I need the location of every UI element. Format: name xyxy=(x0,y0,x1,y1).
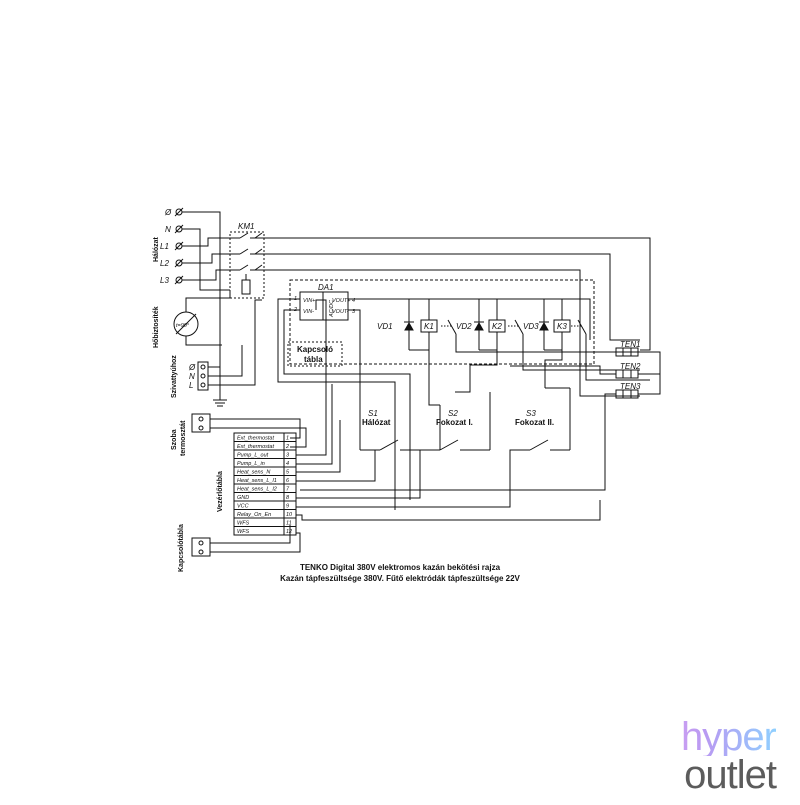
switch-panel-line2: tábla xyxy=(304,355,323,364)
pin-number: 7 xyxy=(286,487,290,493)
psu-vout-minus: VOUT- xyxy=(332,309,349,315)
switch-s1: S1 Hálózat xyxy=(359,405,420,451)
logo-line1: hyper xyxy=(636,717,777,757)
mains-term-n-label: N xyxy=(165,225,171,234)
switch-panel-line1: Kapcsoló xyxy=(297,345,333,354)
switch-s3-label: Fokozat II. xyxy=(515,418,554,427)
heater-ten3-label: TEN3 xyxy=(620,382,641,391)
fuse-title: Hőbiztosíték xyxy=(153,306,160,348)
fuse-rating: t=90° xyxy=(176,323,190,329)
relay-vd1-label: VD1 xyxy=(377,322,393,331)
pin-number: 9 xyxy=(286,504,289,510)
room-thermostat: Szoba termosztát xyxy=(171,413,211,456)
pin-number: 2 xyxy=(285,444,289,450)
switch-s3-id: S3 xyxy=(526,409,536,418)
switch-s2: S2 Fokozat I. xyxy=(430,392,491,451)
switch-board-terminals: Kapcsolótábla xyxy=(178,524,211,572)
pin-name: Ext_thermostat xyxy=(237,444,274,450)
control-enclosure xyxy=(289,279,595,365)
relay-k2-label: K2 xyxy=(492,322,502,331)
pin-name: Ext_thermostat xyxy=(237,436,274,442)
switch-panel-box: Kapcsoló tábla xyxy=(287,341,343,367)
mains-term-l3-label: L3 xyxy=(160,276,169,285)
pin-number: 10 xyxy=(286,512,293,518)
psu-vout-plus: VOUT+ xyxy=(332,298,351,304)
relay-k3-label: K3 xyxy=(557,322,567,331)
switch-s1-id: S1 xyxy=(368,409,378,418)
pin-number: 6 xyxy=(286,478,290,484)
pin-number: 8 xyxy=(286,495,290,501)
heater-ten2-label: TEN2 xyxy=(620,362,641,371)
pin-name: Pump_L_in xyxy=(237,461,265,467)
pin-name: VCC xyxy=(237,504,249,510)
pin-name: Heat_sens_L_l2 xyxy=(237,487,277,493)
thermostat-title-line2: termosztát xyxy=(180,420,187,456)
pin-number: 3 xyxy=(286,453,290,459)
pin-number: 4 xyxy=(286,461,289,467)
pin-number: 11 xyxy=(286,521,292,527)
thermal-fuse: Hőbiztosíték t=90° xyxy=(153,306,199,348)
mains-term-l2-label: L2 xyxy=(160,259,169,268)
psu-vin-minus: VIN- xyxy=(303,309,314,315)
psu-vin-plus: VIN+ xyxy=(303,298,316,304)
psu-label: DA1 xyxy=(318,283,334,292)
pin-number: 1 xyxy=(286,436,289,442)
relay-vd2-label: VD2 xyxy=(456,322,472,331)
thermostat-title-line1: Szoba xyxy=(171,429,178,450)
switch-s3: S3 Fokozat II. xyxy=(515,387,571,451)
hyper-outlet-logo: hyper outlet xyxy=(636,717,777,797)
pin-name: WFS xyxy=(237,521,250,527)
relay-group: VD1 K1 VD2 K2 VD3 K3 xyxy=(377,299,587,351)
psu-pin3: 3 xyxy=(352,309,356,315)
pin-name: Relay_On_En xyxy=(237,512,271,518)
pump-title: Szivattyúhoz xyxy=(171,355,178,398)
psu-type: AC/DC xyxy=(329,300,335,318)
caption-line2: Kazán tápfeszültsége 380V. Fűtő elektród… xyxy=(280,574,520,583)
heaters: TEN1 TEN2 TEN3 xyxy=(615,340,641,399)
pin-name: Heat_sens_N xyxy=(237,470,270,476)
caption-line1: TENKO Digital 380V elektromos kazán bekö… xyxy=(299,563,501,572)
relay-vd3-label: VD3 xyxy=(523,322,539,331)
pump-term-pe: Ø xyxy=(188,363,196,372)
psu-da1: DA1 VIN+ VIN- AC/DC VOUT+ VOUT- 1 2 4 3 xyxy=(293,283,356,321)
switch-board-title: Kapcsolótábla xyxy=(178,524,185,572)
mains-term-l1-label: L1 xyxy=(160,242,169,251)
switch-s2-id: S2 xyxy=(448,409,458,418)
control-board-title: Vezérlőtábla xyxy=(217,471,224,512)
mains-term-pe-label: Ø xyxy=(164,208,172,217)
pump-term-n: N xyxy=(189,372,195,381)
pin-number: 5 xyxy=(286,470,290,476)
diagram-caption: TENKO Digital 380V elektromos kazán bekö… xyxy=(200,562,600,584)
mains-terminals: Hálózat Ø N L1 L2 L3 xyxy=(153,207,184,285)
pump-term-l: L xyxy=(189,381,193,390)
pin-name: Pump_L_out xyxy=(237,453,269,459)
pin-number: 12 xyxy=(286,529,292,535)
pump-terminals: Szivattyúhoz Ø N L xyxy=(171,355,209,398)
contactor-label: KM1 xyxy=(238,222,254,231)
psu-pin4: 4 xyxy=(352,298,355,304)
switch-s2-label: Fokozat I. xyxy=(436,418,473,427)
pin-name: WFS xyxy=(237,529,250,535)
heater-ten1-label: TEN1 xyxy=(620,340,640,349)
mains-title: Hálózat xyxy=(153,236,160,262)
switch-s1-label: Hálózat xyxy=(362,418,391,427)
pin-name: GND xyxy=(237,495,249,501)
pin-name: Heat_sens_L_l1 xyxy=(237,478,277,484)
logo-line2: outlet xyxy=(684,753,777,797)
relay-k1-label: K1 xyxy=(424,322,434,331)
contactor-km1: KM1 xyxy=(229,222,265,299)
